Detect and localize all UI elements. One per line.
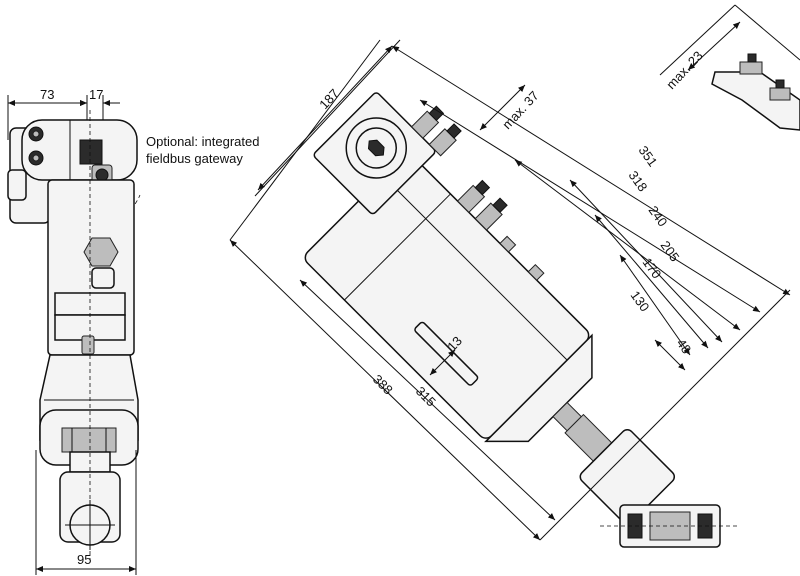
dim-318: 318 bbox=[626, 168, 651, 194]
dim-205: 205 bbox=[658, 238, 683, 264]
dim-130: 130 bbox=[628, 288, 653, 314]
dim-max-23: max. 23 bbox=[663, 48, 706, 92]
dim-17: 17 bbox=[89, 87, 103, 102]
dim-73: 73 bbox=[40, 87, 54, 102]
dim-388: 388 bbox=[370, 372, 396, 398]
gateway-note: Optional: integrated fieldbus gateway bbox=[146, 134, 263, 166]
valve-nut bbox=[61, 427, 117, 453]
side-dimensions bbox=[229, 39, 791, 541]
valve-body bbox=[579, 429, 676, 525]
front-view: 73 17 bbox=[7, 87, 141, 575]
dim-95: 95 bbox=[77, 552, 91, 567]
dim-max-37: max. 37 bbox=[499, 88, 542, 132]
dim-351: 351 bbox=[636, 143, 661, 169]
dim-48: 48 bbox=[674, 336, 695, 357]
side-view bbox=[304, 92, 676, 525]
detail-view bbox=[659, 4, 800, 131]
valve-fitting bbox=[600, 504, 740, 548]
dim-187: 187 bbox=[316, 86, 342, 112]
